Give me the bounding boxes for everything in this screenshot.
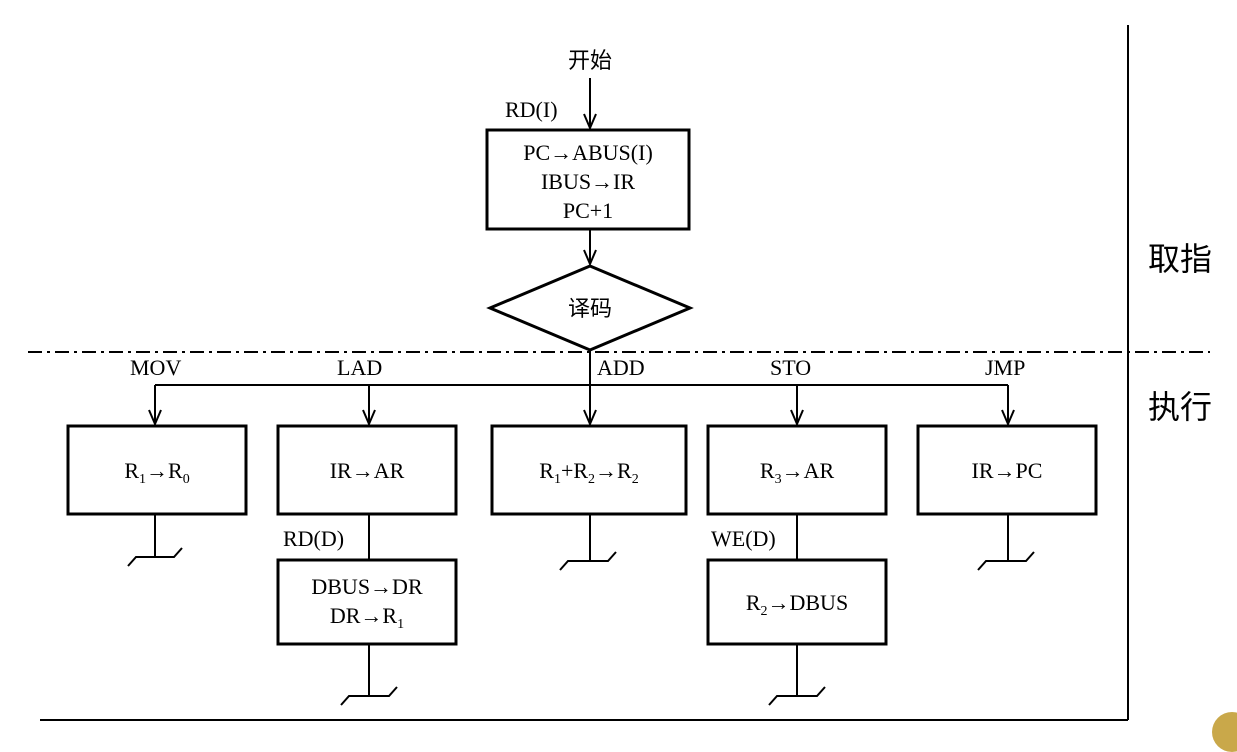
lad-box — [276, 424, 458, 516]
jmp-exit-mark — [977, 551, 1035, 571]
lad-box-text: IR→AR — [330, 458, 405, 483]
fetch-signal: RD(I) — [505, 97, 558, 122]
branch-arrowhead-sto — [790, 409, 804, 427]
phase-label-fetch: 取指 — [1148, 240, 1212, 278]
fetch-line-3: PC+1 — [563, 198, 613, 223]
sto-second-text: R2→DBUS — [746, 590, 848, 619]
decode-label: 译码 — [568, 297, 612, 322]
lad-second-line-1: DBUS→DR — [311, 574, 423, 599]
fetch-to-decode-arrowhead — [583, 249, 597, 267]
op-label-mov: MOV — [130, 355, 181, 380]
start-label: 开始 — [568, 49, 612, 74]
mov-box — [66, 424, 248, 516]
sto-box-text: R3→AR — [760, 458, 835, 487]
jmp-box — [916, 424, 1098, 516]
lad-exit-mark — [340, 686, 398, 706]
add-box — [490, 424, 688, 516]
op-label-sto: STO — [770, 355, 811, 380]
branch-arrowhead-lad — [362, 409, 376, 427]
op-label-lad: LAD — [337, 355, 382, 380]
branch-arrowhead-mov — [148, 409, 162, 427]
jmp-box-text: IR→PC — [972, 458, 1043, 483]
start-arrowhead — [583, 113, 597, 131]
mov-exit-mark — [127, 547, 183, 567]
sto-second-box — [706, 558, 888, 646]
fetch-box — [485, 128, 691, 231]
op-label-jmp: JMP — [985, 355, 1025, 380]
lad-signal: RD(D) — [283, 526, 344, 551]
sto-box — [706, 424, 888, 516]
add-box-text: R1+R2→R2 — [539, 458, 638, 487]
branch-arrowhead-add — [583, 409, 597, 427]
op-label-add: ADD — [597, 355, 645, 380]
fetch-line-2: IBUS→IR — [541, 169, 635, 194]
branch-arrowhead-jmp — [1001, 409, 1015, 427]
mov-box-text: R1→R0 — [124, 458, 189, 487]
add-exit-mark — [559, 551, 617, 571]
lad-second-line-2: DR→R1 — [330, 603, 404, 632]
fetch-line-1: PC→ABUS(I) — [523, 140, 653, 165]
sto-exit-mark — [768, 686, 826, 706]
phase-label-execute: 执行 — [1148, 388, 1212, 426]
sto-signal: WE(D) — [711, 526, 776, 551]
lad-second-box — [276, 558, 458, 646]
